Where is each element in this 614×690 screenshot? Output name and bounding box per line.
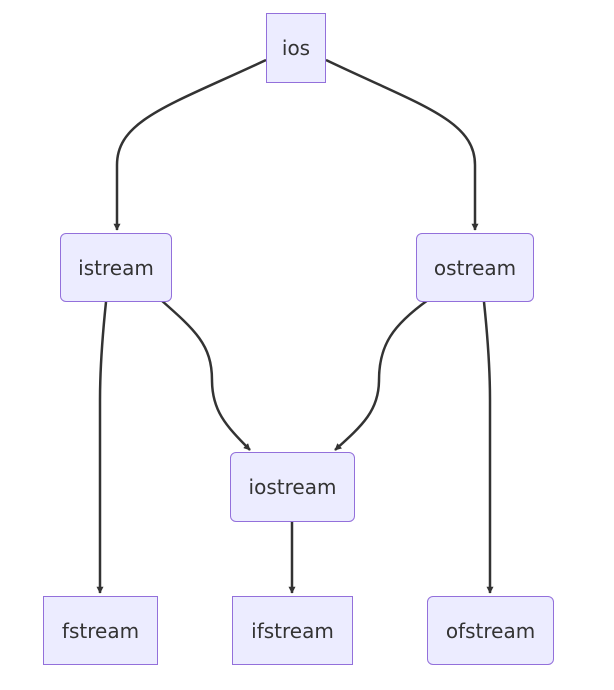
edge-istream-iostream: [160, 299, 251, 451]
node-iostream-label: iostream: [248, 475, 337, 499]
node-fstream-label: fstream: [61, 618, 140, 643]
node-ofstream[interactable]: ofstream: [427, 596, 554, 665]
node-ifstream-label: ifstream: [251, 618, 334, 643]
edge-ostream-ofstream: [482, 301, 494, 594]
node-ios[interactable]: ios: [266, 13, 326, 83]
node-ostream[interactable]: ostream: [416, 233, 534, 302]
edge-ios-istream: [113, 58, 267, 231]
edge-ios-ostream: [325, 58, 479, 231]
node-istream-label: istream: [78, 255, 154, 280]
node-iostream[interactable]: iostream: [230, 452, 355, 522]
node-ofstream-label: ofstream: [445, 618, 536, 643]
node-fstream[interactable]: fstream: [43, 596, 158, 665]
edge-istream-fstream: [96, 301, 108, 594]
node-ostream-label: ostream: [433, 255, 517, 280]
edge-ostream-iostream: [334, 298, 429, 451]
node-ifstream[interactable]: ifstream: [232, 596, 353, 665]
node-istream[interactable]: istream: [60, 233, 172, 302]
node-ios-label: ios: [281, 36, 311, 60]
